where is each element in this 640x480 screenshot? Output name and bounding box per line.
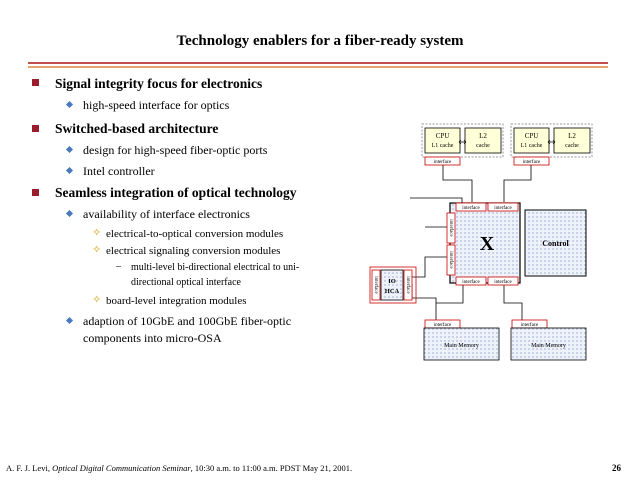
star-bullet-icon: ✧ — [92, 244, 102, 256]
interface-box — [513, 156, 550, 166]
star-bullet-icon: ✧ — [92, 227, 102, 239]
interface-label: interface — [462, 206, 480, 211]
interface-box — [446, 244, 456, 276]
interface-label: interface — [448, 219, 453, 237]
main-memory-box-1 — [423, 327, 500, 361]
cpu-module-2 — [510, 123, 593, 158]
bullet-eo-conversion: electrical-to-optical conversion modules — [106, 228, 284, 240]
interface-label: interface — [523, 160, 541, 165]
l2-cache-box — [553, 127, 591, 154]
cpu-l1-box — [513, 127, 550, 154]
io-hca-outer — [369, 266, 417, 304]
footer-time: , 10:30 a.m. to 11:00 a.m. PDST May 21, … — [190, 463, 353, 473]
title-rule-dark — [28, 62, 608, 64]
bullet-signal-integrity: Signal integrity focus for electronics — [55, 76, 263, 91]
cpu-label: CPU — [525, 132, 539, 140]
interface-box — [455, 276, 487, 286]
bullet-seamless-integration: Seamless integration of optical technolo… — [55, 185, 297, 200]
interface-box — [455, 202, 487, 212]
footer-author: A. F. J. Levi, — [6, 463, 53, 473]
interface-label: interface — [462, 280, 480, 285]
cpu-module-1 — [421, 123, 504, 158]
bidirectional-arrow-icon — [458, 139, 467, 145]
cpu-l1-box — [424, 127, 461, 154]
bullet-intel-controller: Intel controller — [83, 164, 155, 178]
interface-box — [487, 276, 519, 286]
main-memory-label: Main Memory — [531, 343, 566, 349]
switch-label: X — [480, 233, 495, 255]
page-number: 26 — [612, 463, 621, 473]
bullet-board-level: board-level integration modules — [106, 295, 247, 307]
bullet-adaption-line1: adaption of 10GbE and 100GbE fiber-optic — [83, 314, 292, 328]
slide-title: Technology enablers for a fiber-ready sy… — [176, 33, 464, 49]
interface-box — [371, 269, 381, 301]
bullet-interface-electronics: availability of interface electronics — [83, 207, 250, 221]
l2-cache-box — [464, 127, 502, 154]
io-label: IO — [388, 278, 396, 285]
interface-label: interface — [448, 251, 453, 269]
interface-label: interface — [521, 323, 539, 328]
cache-label: cache — [565, 143, 579, 149]
cache-label: cache — [476, 143, 490, 149]
bullet-high-speed-interface: high-speed interface for optics — [83, 98, 230, 112]
bullet-adaption-line2: components into micro-OSA — [83, 331, 222, 345]
interface-box — [424, 156, 461, 166]
square-bullet-icon — [32, 125, 39, 132]
control-box — [524, 209, 587, 277]
square-bullet-icon — [32, 79, 39, 86]
footer-citation: A. F. J. Levi, Optical Digital Communica… — [6, 463, 352, 473]
l1-cache-label: L1 cache — [432, 143, 454, 149]
interface-label: interface — [494, 280, 512, 285]
cpu-label: CPU — [436, 132, 450, 140]
interface-box — [403, 269, 413, 301]
interface-label: interface — [434, 160, 452, 165]
square-bullet-icon — [32, 189, 39, 196]
l2-label: L2 — [479, 132, 487, 140]
l2-label: L2 — [568, 132, 576, 140]
interface-label: interface — [405, 276, 410, 294]
interface-box — [446, 212, 456, 244]
main-memory-box-2 — [510, 327, 587, 361]
main-memory-label: Main Memory — [444, 343, 479, 349]
bullet-multilevel-line1: multi-level bi-directional electrical to… — [131, 262, 300, 273]
interface-label: interface — [373, 276, 378, 294]
star-bullet-icon: ✧ — [92, 294, 102, 306]
title-rule-light — [28, 66, 608, 68]
interface-label: interface — [434, 323, 452, 328]
interface-box — [487, 202, 519, 212]
bidirectional-arrow-icon — [547, 139, 556, 145]
bullet-fiber-optic-ports: design for high-speed fiber-optic ports — [83, 143, 268, 157]
io-hca-box — [380, 269, 404, 301]
dash-bullet-icon: – — [116, 261, 121, 272]
footer-seminar: Optical Digital Communication Seminar — [52, 463, 191, 473]
bullet-multilevel-line2: directional optical interface — [131, 277, 241, 288]
hca-label: HCA — [385, 288, 400, 295]
bullet-switched-architecture: Switched-based architecture — [55, 121, 219, 136]
interface-label: interface — [494, 206, 512, 211]
l1-cache-label: L1 cache — [521, 143, 543, 149]
bullet-signaling-conversion: electrical signaling conversion modules — [106, 245, 281, 257]
control-label: Control — [542, 239, 569, 248]
